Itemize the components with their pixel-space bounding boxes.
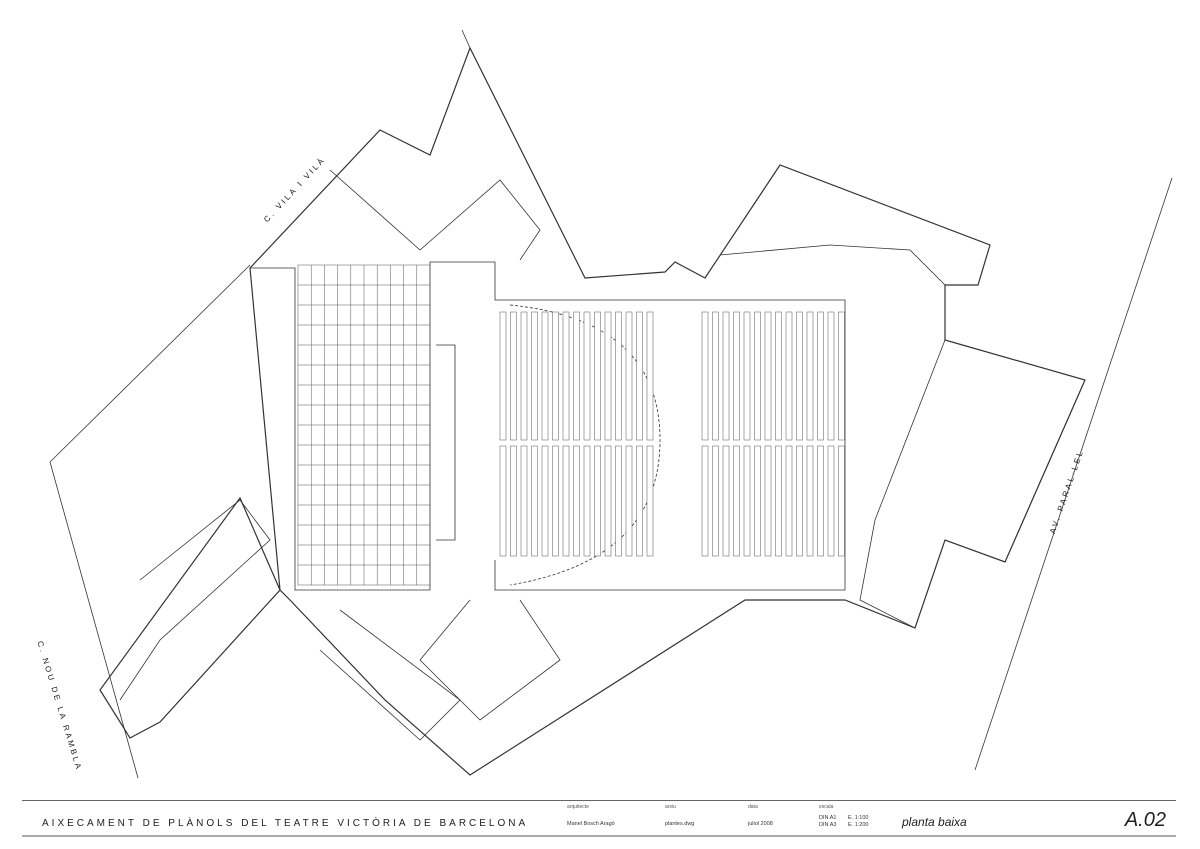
inner-wall-7 <box>859 339 946 629</box>
seat-row <box>594 445 601 557</box>
seat-row <box>541 445 549 557</box>
seat-row <box>583 311 591 441</box>
stage-grid <box>297 264 431 586</box>
seat-row <box>636 445 643 557</box>
seat-row <box>646 311 654 441</box>
scale-a3-format: DIN A3 <box>819 822 837 828</box>
inner-wall-5 <box>119 499 271 701</box>
seat-row <box>796 311 803 441</box>
street-line-rambla <box>49 461 139 779</box>
seat-row <box>499 311 507 441</box>
inner-wall-4 <box>319 609 461 741</box>
title-block: AIXECAMENT DE PLÀNOLS DEL TEATRE VICTÒRI… <box>22 800 1176 837</box>
seat-row <box>806 445 814 557</box>
seat-row <box>583 445 591 557</box>
seat-row <box>785 445 793 557</box>
seat-row <box>764 311 772 441</box>
file-value: plantes.dwg <box>665 821 695 827</box>
seat-row <box>531 311 538 441</box>
street-line-paralel <box>974 177 1173 771</box>
date-label: data <box>748 804 758 810</box>
seat-row <box>510 445 517 557</box>
seat-row <box>712 445 719 557</box>
seat-row <box>552 445 559 557</box>
seat-row <box>827 445 835 557</box>
seat-row <box>531 445 538 557</box>
seat-row <box>594 311 601 441</box>
seat-row <box>712 311 719 441</box>
seat-row <box>754 445 761 557</box>
seat-row <box>520 311 528 441</box>
proscenium <box>436 344 456 541</box>
seat-row <box>775 445 782 557</box>
inner-wall <box>250 261 846 591</box>
seat-row <box>573 445 580 557</box>
seat-row <box>499 445 507 557</box>
seat-row <box>775 311 782 441</box>
seat-row <box>541 311 549 441</box>
inner-wall-2 <box>719 244 946 286</box>
seat-row <box>733 445 740 557</box>
seat-row <box>806 311 814 441</box>
floor-plan-drawing <box>49 29 1173 779</box>
seat-row <box>754 311 761 441</box>
seat-row <box>573 311 580 441</box>
seat-row <box>838 311 845 441</box>
architect-value: Manel Bosch Aragó <box>567 821 615 827</box>
seat-row <box>796 445 803 557</box>
seat-row <box>722 311 730 441</box>
inner-wall-3 <box>419 599 561 721</box>
seat-row <box>838 445 845 557</box>
seat-row <box>520 445 528 557</box>
seat-row <box>604 445 612 557</box>
scale-a1-format: DIN A1 <box>819 815 837 821</box>
seat-row <box>625 445 633 557</box>
seat-row <box>615 311 622 441</box>
seat-row <box>817 445 824 557</box>
seat-row <box>817 311 824 441</box>
seat-row <box>764 445 772 557</box>
seat-row <box>510 311 517 441</box>
seat-row <box>827 311 835 441</box>
seat-row <box>646 445 654 557</box>
architect-label: arquitecte <box>567 804 589 810</box>
seat-row <box>701 311 709 441</box>
inner-wall-6 <box>329 169 541 261</box>
sheet-number: A.02 <box>1124 809 1166 831</box>
seat-row <box>562 445 570 557</box>
date-value: juliol 2008 <box>748 821 773 827</box>
seat-row <box>562 311 570 441</box>
seat-row <box>785 311 793 441</box>
file-label: arxiu <box>665 804 676 810</box>
street-line-vila <box>461 29 471 49</box>
seat-row <box>552 311 559 441</box>
scale-a1-value: E. 1:100 <box>848 815 869 821</box>
seating <box>499 311 845 557</box>
seat-row <box>733 311 740 441</box>
seat-row <box>625 311 633 441</box>
building-outline <box>99 46 1086 776</box>
seat-row <box>701 445 709 557</box>
seat-row <box>604 311 612 441</box>
seat-row <box>743 445 751 557</box>
scale-label: escala <box>819 804 834 810</box>
seat-row <box>636 311 643 441</box>
project-title: AIXECAMENT DE PLÀNOLS DEL TEATRE VICTÒRI… <box>42 818 529 829</box>
seat-row <box>615 445 622 557</box>
scale-a3-value: E. 1:200 <box>848 822 869 828</box>
seat-row <box>722 445 730 557</box>
street-line-rambla-2 <box>49 264 251 463</box>
sheet-name: planta baixa <box>902 815 967 829</box>
seat-row <box>743 311 751 441</box>
